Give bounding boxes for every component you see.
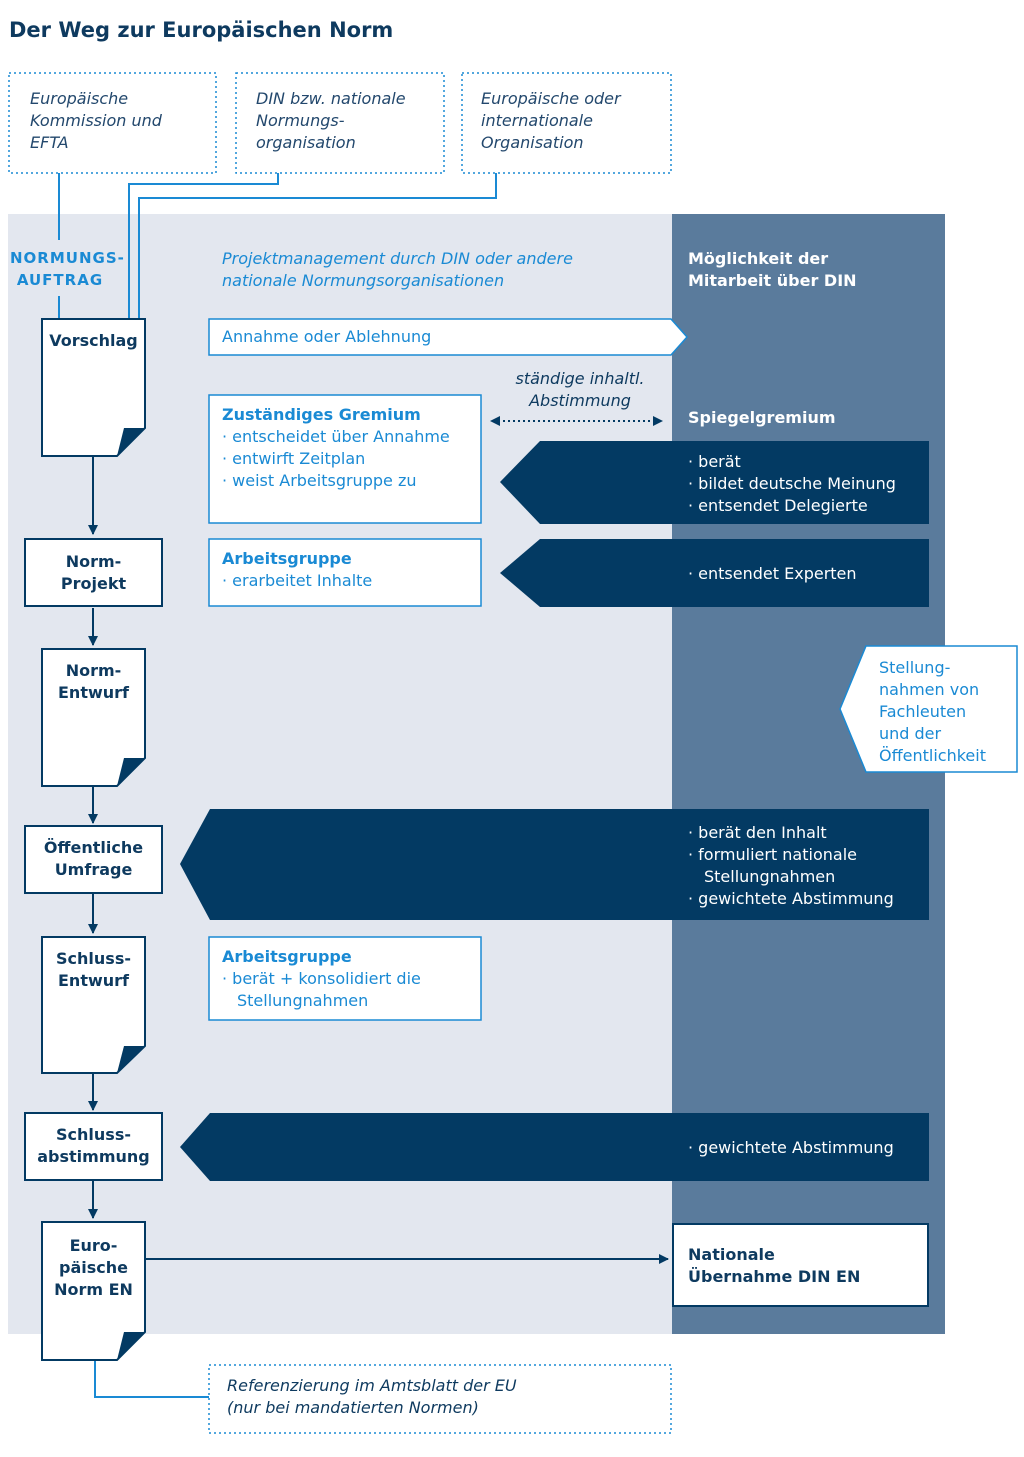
- source-international: Europäische oder internationale Organisa…: [481, 89, 621, 152]
- comments-arrow-shape: [839, 645, 1018, 773]
- working-group-box-1: [208, 538, 482, 607]
- stage-european-norm: Euro- päische Norm EN: [54, 1236, 133, 1299]
- experts-arrow: [500, 539, 929, 607]
- reference-connector: [94, 1360, 209, 1398]
- comments-text: Stellung- nahmen von Fachleuten und der …: [879, 658, 986, 765]
- european-norm-document-fold: [117, 1332, 145, 1360]
- source-box-ec-efta: [8, 72, 217, 174]
- enquiry-tasks: · berät den Inhalt · formuliert national…: [688, 823, 894, 908]
- stage-norm-project: Norm- Projekt: [60, 552, 127, 593]
- national-adoption-text: Nationale Übernahme DIN EN: [688, 1245, 861, 1286]
- connector-din: [128, 173, 279, 320]
- source-box-international: [461, 72, 672, 174]
- reference-box: [208, 1364, 672, 1434]
- final-vote-arrow: [180, 1113, 929, 1181]
- coordination-arrowhead-right: [653, 416, 663, 426]
- right-column-heading: Möglichkeit der Mitarbeit über DIN: [688, 249, 857, 290]
- reference-text: Referenzierung im Amtsblatt der EU (nur …: [227, 1376, 517, 1417]
- final-draft-document-fold: [117, 1046, 145, 1073]
- final-vote-task: · gewichtete Abstimmung: [688, 1138, 894, 1157]
- project-management-note: Projektmanagement durch DIN oder andere …: [222, 249, 573, 290]
- acceptance-label: Annahme oder Ablehnung: [222, 327, 432, 346]
- mirror-committee-items: · berät · bildet deutsche Meinung · ents…: [688, 452, 896, 515]
- working-group-box-2: [208, 936, 482, 1021]
- stage-final-draft: Schluss- Entwurf: [56, 949, 131, 990]
- source-ec-efta: Europäische Kommission und EFTA: [30, 89, 162, 152]
- norm-project-box: [24, 538, 163, 607]
- stage-public-enquiry: Öffentliche Umfrage: [43, 838, 144, 879]
- stage-final-vote: Schluss- abstimmung: [37, 1125, 150, 1166]
- mirror-committee-arrow: [500, 441, 929, 524]
- working-group-1-text: Arbeitsgruppe · erarbeitet Inhalte: [222, 549, 373, 590]
- connector-international: [138, 173, 497, 320]
- source-box-din: [235, 72, 445, 174]
- diagram-title: Der Weg zur Europäischen Norm: [9, 18, 394, 42]
- mirror-committee-title: Spiegelgremium: [688, 408, 836, 427]
- acceptance-arrow-shape: [208, 318, 689, 356]
- proposal-document-fold: [117, 428, 145, 456]
- source-din: DIN bzw. nationale Normungs- organisatio…: [256, 89, 406, 152]
- final-vote-box: [24, 1112, 163, 1181]
- stage-proposal: Vorschlag: [49, 331, 138, 350]
- mandate-label: NORMUNGS- AUFTRAG: [10, 249, 125, 289]
- working-group-2-text: Arbeitsgruppe · berät + konsolidiert die…: [222, 947, 421, 1010]
- committee-box: [208, 394, 482, 524]
- experts-text: · entsendet Experten: [688, 564, 857, 583]
- public-enquiry-box: [24, 825, 163, 894]
- coordination-label: ständige inhaltl. Abstimmung: [515, 369, 645, 410]
- enquiry-arrow: [180, 809, 929, 920]
- norm-draft-document-fold: [117, 758, 145, 786]
- stage-norm-draft: Norm- Entwurf: [58, 661, 129, 702]
- national-adoption-box: [672, 1223, 929, 1307]
- coordination-arrowhead-left: [490, 416, 500, 426]
- committee-text: Zuständiges Gremium · entscheidet über A…: [222, 405, 450, 490]
